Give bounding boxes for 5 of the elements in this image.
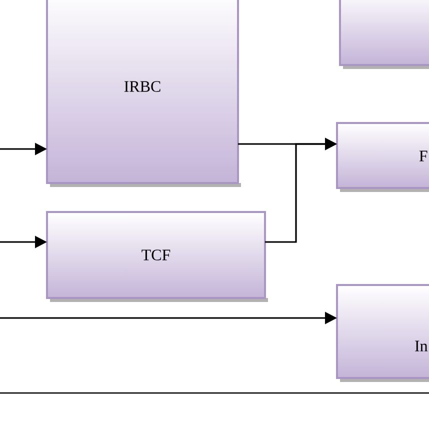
process-box: In: [336, 284, 429, 382]
process-box: TCF: [46, 211, 268, 302]
empty-box: [339, 0, 429, 69]
process-box: F: [336, 122, 429, 192]
process-box: IRBC: [46, 0, 241, 187]
